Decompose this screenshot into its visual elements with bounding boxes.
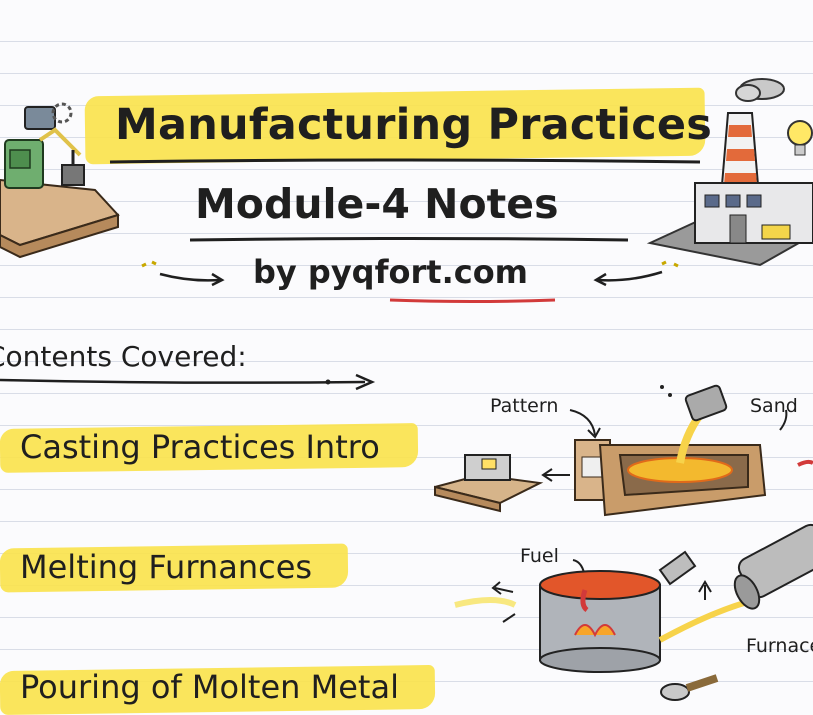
fuel-label: Fuel	[520, 545, 559, 567]
contents-item: Casting Practices Intro	[20, 428, 380, 466]
right-arrow-icon	[593, 260, 679, 287]
byline: by pyqfort.com	[253, 253, 529, 291]
machine-illustration	[0, 102, 120, 259]
byline-underline	[389, 298, 556, 303]
furnace-label: Furnace	[746, 635, 813, 657]
contents-item: Pouring of Molten Metal	[20, 668, 399, 706]
contents-item: Melting Furnances	[20, 548, 313, 586]
subtitle-underline	[189, 237, 629, 242]
title-underline	[109, 158, 701, 164]
pattern-label: Pattern	[490, 395, 559, 417]
furnace-diagram	[454, 523, 813, 701]
contents-heading: Contents Covered:	[0, 340, 247, 373]
page-subtitle: Module-4 Notes	[195, 180, 559, 228]
left-arrow-icon	[141, 260, 225, 287]
contents-underline-arrow-icon	[0, 373, 376, 391]
casting-diagram	[434, 384, 813, 517]
page-title: Manufacturing Practices	[115, 100, 713, 150]
factory-illustration	[646, 78, 813, 267]
